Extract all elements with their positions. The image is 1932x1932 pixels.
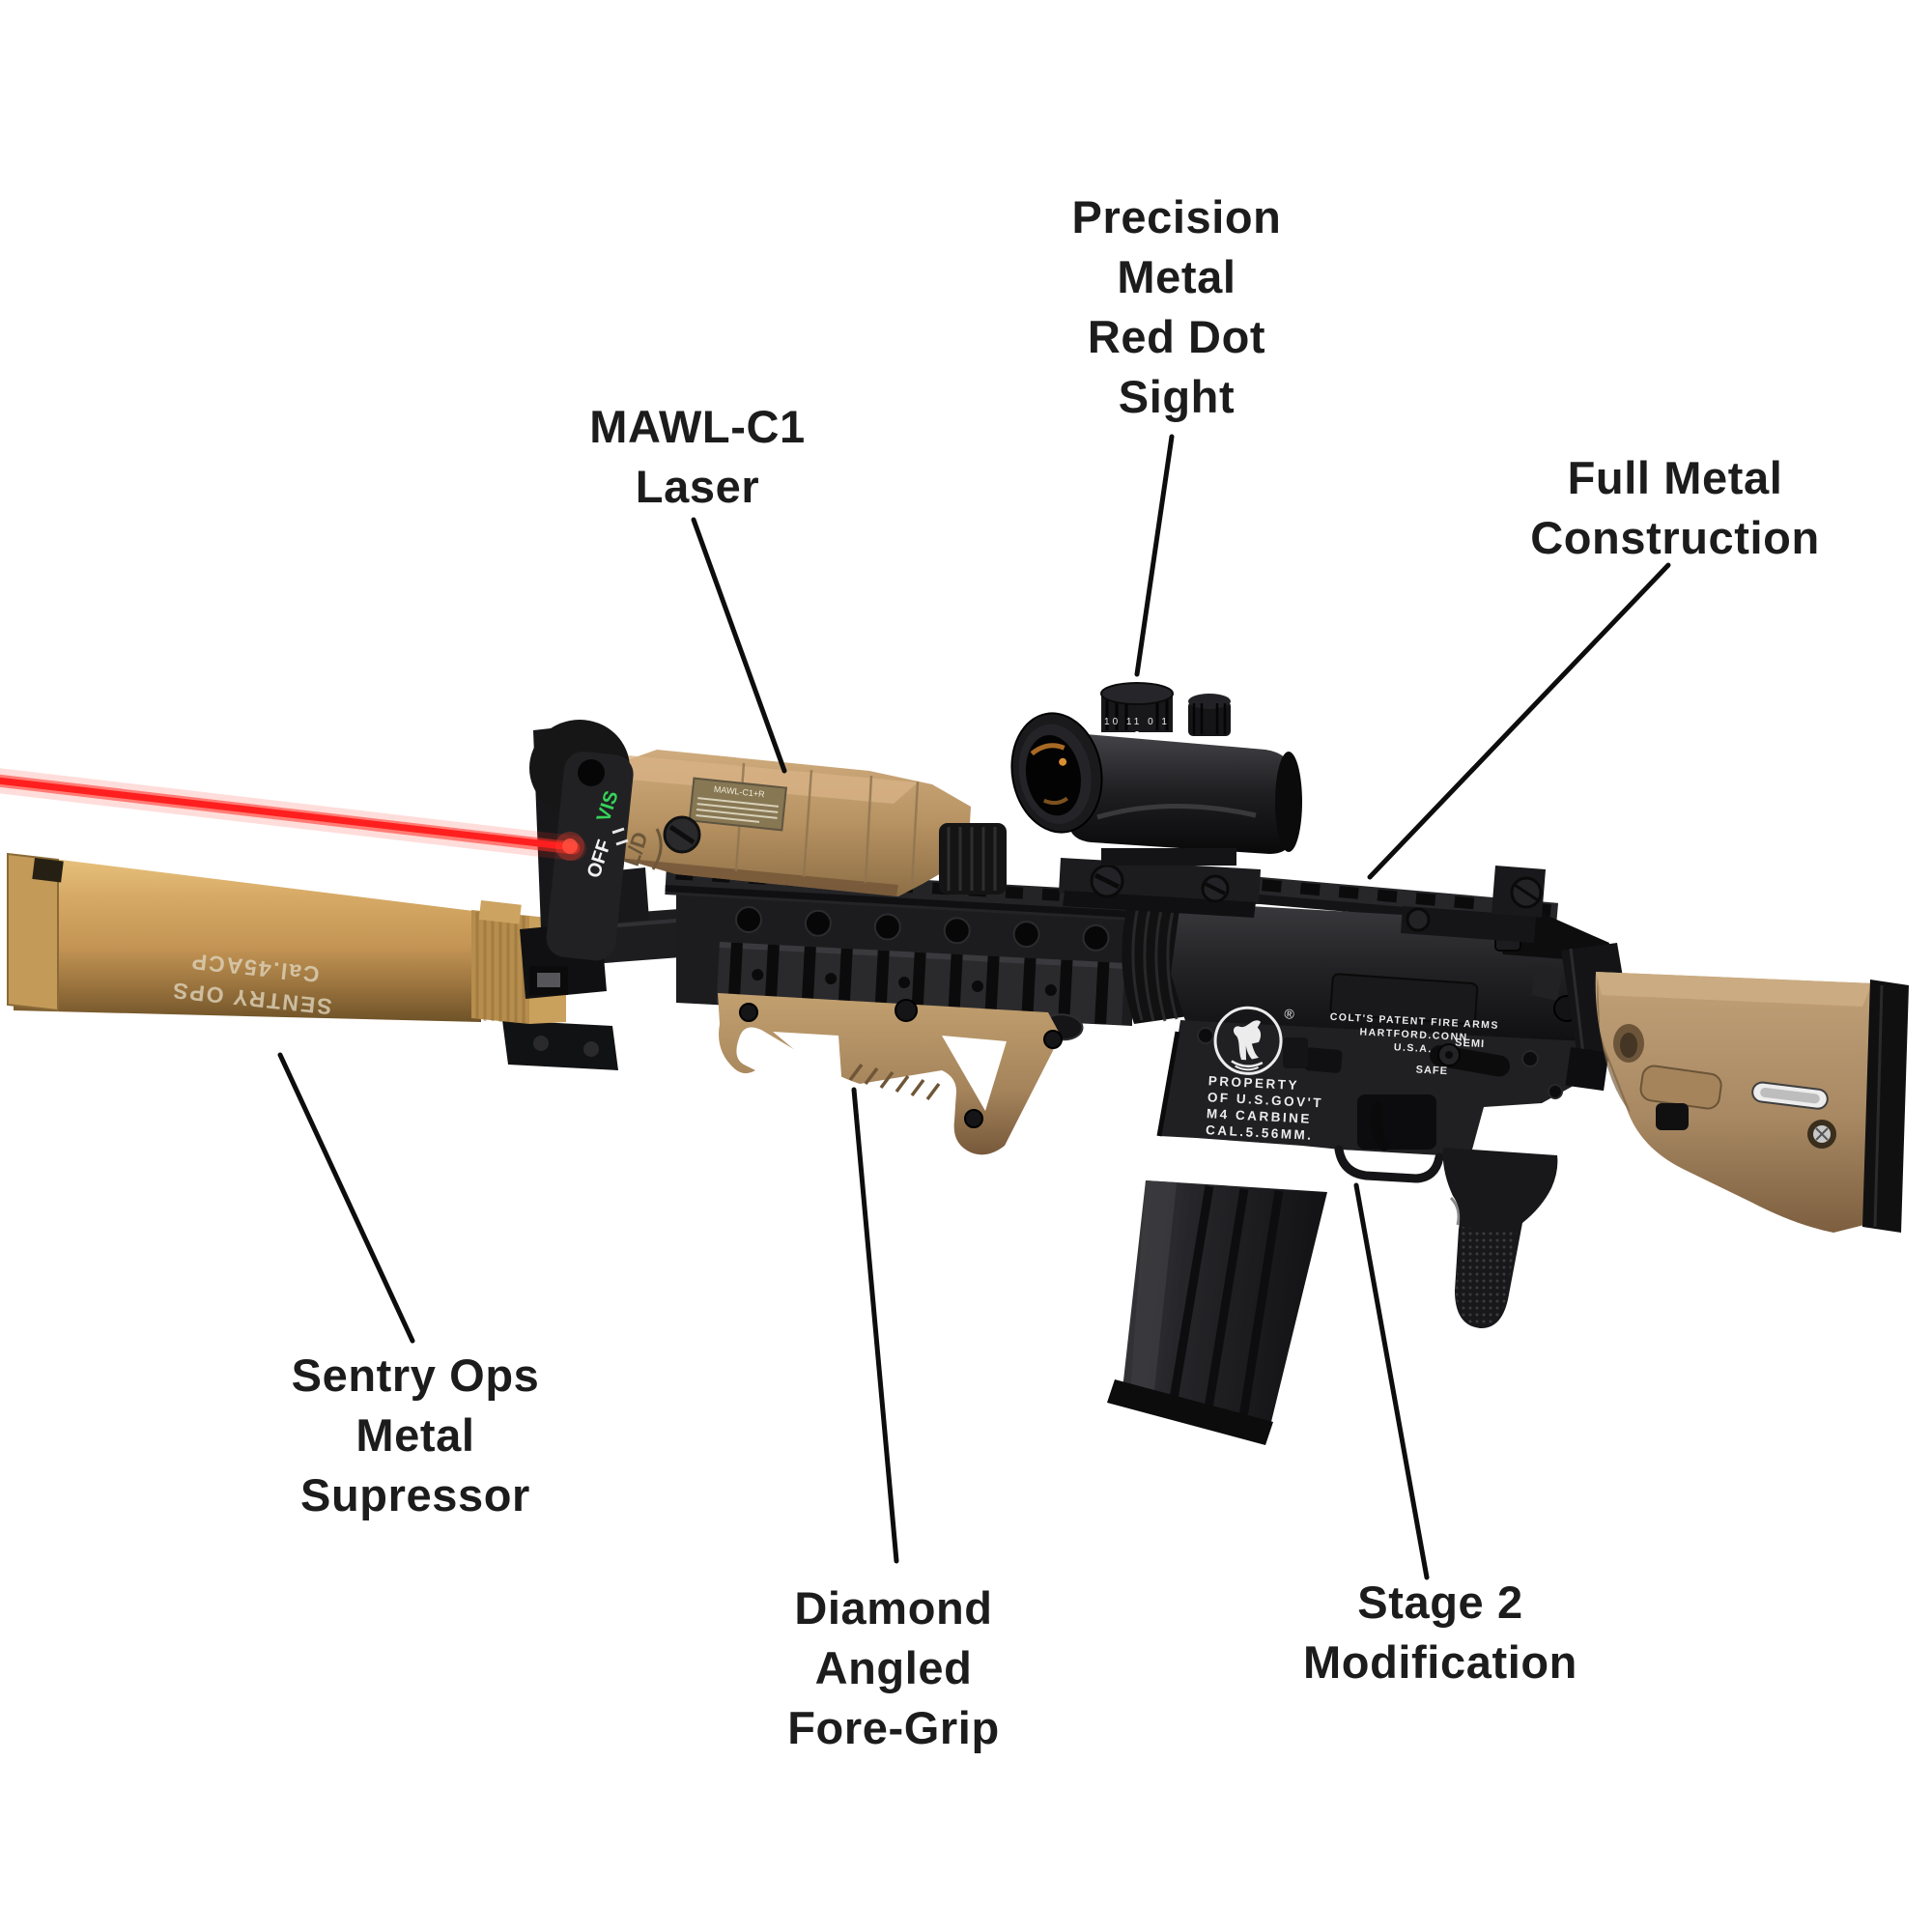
magazine	[1107, 1180, 1327, 1445]
registered-mark: ®	[1284, 1006, 1295, 1022]
windage-knob	[1188, 701, 1231, 736]
delta-ring	[1122, 902, 1191, 1024]
leader-line	[1353, 1182, 1430, 1580]
callout-mawl-laser: MAWL-C1 Laser	[589, 397, 806, 517]
svg-text:HARTFORD.CONN: HARTFORD.CONN	[1359, 1026, 1468, 1043]
leader-line	[277, 1052, 415, 1344]
trigger-guard	[1334, 1145, 1444, 1183]
leader-line	[691, 517, 787, 774]
leader-lines	[277, 434, 1671, 1580]
semi-marking: SEMI	[1455, 1037, 1485, 1051]
butt-pad	[1862, 980, 1909, 1233]
property-stamp: PROPERTY OF U.S.GOV'T M4 CARBINE CAL.5.5…	[1206, 1073, 1324, 1143]
callout-line: Stage 2	[1357, 1577, 1523, 1628]
callout-line: Sentry Ops	[291, 1350, 540, 1401]
laser-beam	[0, 768, 586, 861]
callout-line: Angled	[814, 1642, 973, 1693]
callout-stage-2-modification: Stage 2 Modification	[1303, 1573, 1577, 1692]
callout-line: Full Metal	[1567, 452, 1783, 503]
sight-hood	[1010, 712, 1103, 834]
rear-flip-sight	[1401, 866, 1546, 943]
callout-line: Metal	[355, 1409, 475, 1461]
callout-sentry-ops-suppressor: Sentry Ops Metal Supressor	[292, 1346, 540, 1525]
callout-line: Laser	[635, 461, 760, 512]
svg-text:M4 CARBINE: M4 CARBINE	[1207, 1106, 1313, 1126]
callout-line: Diamond	[794, 1582, 993, 1634]
leader-line	[1367, 562, 1671, 880]
mag-release	[1304, 1047, 1343, 1073]
lower-receiver: ® PROPERTY OF U.S.GOV'T M4 CARBINE CAL.5…	[1156, 1006, 1586, 1183]
leader-line	[851, 1087, 899, 1564]
callout-line: MAWL-C1	[589, 401, 806, 452]
callout-full-metal-construction: Full Metal Construction	[1530, 448, 1820, 568]
receiver-engravings: ® PROPERTY OF U.S.GOV'T M4 CARBINE CAL.5…	[1206, 1006, 1499, 1143]
dial-numbers: 10 11 0 1	[1104, 717, 1170, 727]
trigger	[1371, 1101, 1390, 1151]
colt-horse-logo	[1213, 1006, 1283, 1075]
angled-foregrip	[718, 993, 1063, 1155]
svg-text:CAL.5.56MM.: CAL.5.56MM.	[1206, 1122, 1314, 1143]
safe-marking: SAFE	[1415, 1064, 1448, 1077]
callout-line: Precision	[1071, 191, 1282, 242]
callout-line: Fore-Grip	[787, 1702, 1000, 1753]
laser-warning-label: MAWL-C1+R	[688, 777, 788, 832]
svg-text:OF U.S.GOV'T: OF U.S.GOV'T	[1208, 1090, 1324, 1110]
svg-text:PROPERTY: PROPERTY	[1208, 1073, 1299, 1093]
laser-selector: VIS OFF	[529, 720, 634, 961]
sling-slot	[1751, 1081, 1829, 1110]
callout-line: Modification	[1303, 1636, 1577, 1688]
callout-line: Sight	[1118, 371, 1236, 422]
callout-line: Supressor	[300, 1469, 530, 1520]
callout-line: Metal	[1117, 251, 1236, 302]
pistol-grip	[1442, 1148, 1558, 1329]
callout-diamond-foregrip: Diamond Angled Fore-Grip	[787, 1578, 1000, 1758]
callout-red-dot-sight: Precision Metal Red Dot Sight	[1072, 187, 1282, 427]
callout-line: Construction	[1530, 512, 1820, 563]
leader-line	[1134, 434, 1175, 677]
red-dot-sight: 10 11 0 1	[1010, 682, 1302, 918]
mawl-laser-unit: MAWL-C1+R L/D	[591, 750, 1007, 896]
svg-text:U.S.A.: U.S.A.	[1394, 1041, 1433, 1055]
callout-line: Red Dot	[1087, 311, 1266, 362]
buttstock	[1595, 972, 1909, 1233]
